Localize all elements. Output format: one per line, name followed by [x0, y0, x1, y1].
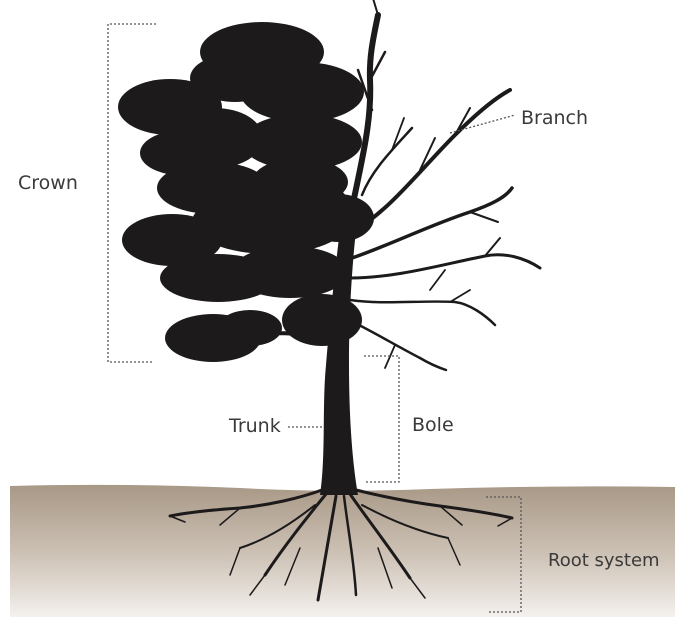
- crown-label: Crown: [18, 172, 78, 194]
- bare-branches: [349, 0, 540, 370]
- root-system-label: Root system: [548, 550, 660, 571]
- crown-bracket: [108, 24, 156, 362]
- bole-bracket: [364, 356, 399, 482]
- branch-label: Branch: [521, 107, 588, 129]
- bole-label: Bole: [412, 414, 454, 436]
- trunk-label: Trunk: [229, 415, 281, 437]
